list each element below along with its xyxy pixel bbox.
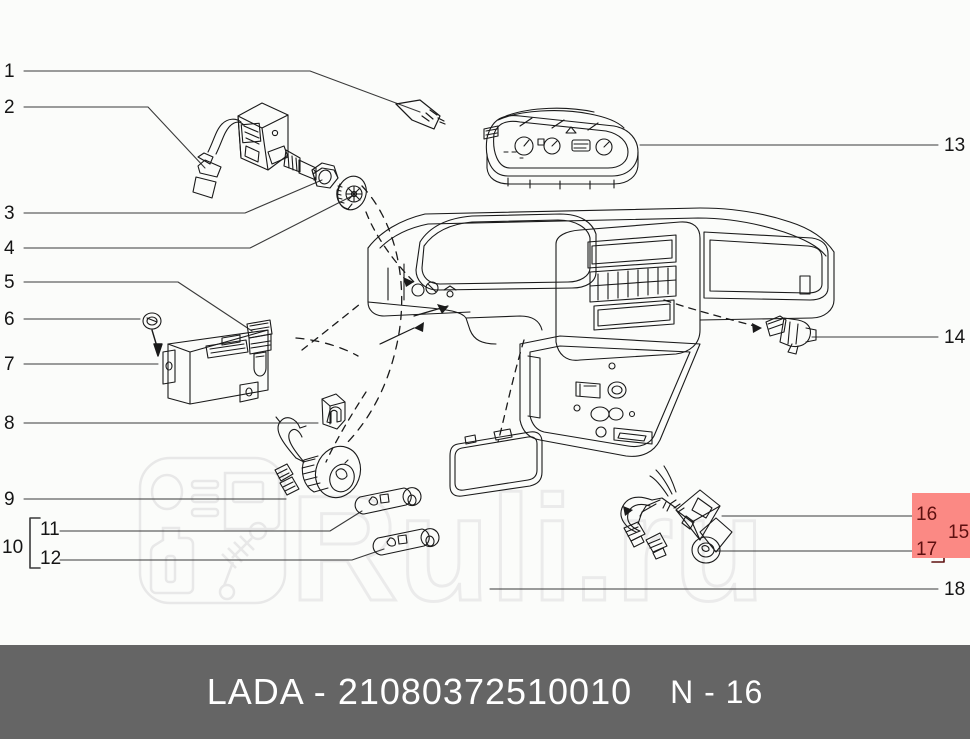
callout-10[interactable]: 10: [2, 537, 24, 558]
sheet-code: N - 16: [670, 673, 764, 710]
callout-2[interactable]: 2: [4, 97, 15, 118]
dashboard-assembly: [367, 207, 835, 457]
assembly-pointer-arrows: [379, 305, 449, 345]
part-trim-cover: [449, 428, 543, 497]
diagram-canvas: Ruli.ru: [2, 61, 970, 634]
callout-14[interactable]: 14: [944, 327, 966, 348]
part-ignition-switch-assembly: [620, 465, 733, 564]
section-arcs: [295, 185, 403, 447]
callout-17[interactable]: 17: [916, 539, 938, 560]
callout-1[interactable]: 1: [4, 61, 15, 82]
catalog-number: 21080372510010: [337, 671, 633, 712]
part-instrument-cluster: [483, 107, 639, 190]
watermark-layer: Ruli.ru: [138, 456, 766, 634]
footer-separator: -: [313, 671, 327, 712]
callout-12[interactable]: 12: [40, 548, 62, 569]
callout-13[interactable]: 13: [944, 135, 966, 156]
assembly-arrow-6: [151, 329, 163, 357]
leader-lines-left: [23, 70, 421, 561]
callout-3[interactable]: 3: [4, 203, 15, 224]
callout-5[interactable]: 5: [4, 272, 15, 293]
bracket-10: [29, 517, 41, 569]
callout-4[interactable]: 4: [4, 238, 15, 259]
part-mounting-bolt: [395, 99, 446, 130]
part-socket-connector: [246, 319, 273, 377]
watermark-text: Ruli.ru: [290, 464, 765, 632]
callout-11[interactable]: 11: [40, 519, 60, 540]
linework-layer: [23, 70, 945, 590]
part-knurled-ring: [336, 175, 367, 211]
callout-8[interactable]: 8: [4, 413, 15, 434]
assembly-arrowheads: [403, 277, 762, 516]
part-control-module: [162, 329, 269, 405]
footer-bar: LADA - 21080372510010 N - 16: [0, 645, 970, 739]
catalog-title: LADA - 21080372510010: [207, 671, 632, 713]
part-retaining-clip: [321, 393, 346, 430]
part-sensor-switch: [765, 315, 817, 355]
part-key-primary: [354, 487, 422, 515]
part-key-secondary: [372, 528, 440, 556]
leader-lines-right: [489, 144, 939, 590]
part-wire-connector: [192, 118, 245, 199]
assembly-pointers: [301, 211, 763, 463]
part-lock-cylinder: [274, 416, 362, 499]
callout-15[interactable]: 15: [948, 522, 970, 543]
part-switch-body: [237, 102, 317, 181]
highlight-box: [912, 493, 970, 558]
callout-6[interactable]: 6: [4, 309, 15, 330]
callout-16[interactable]: 16: [916, 504, 938, 525]
callout-7[interactable]: 7: [4, 354, 15, 375]
callout-9[interactable]: 9: [4, 489, 15, 510]
callout-18[interactable]: 18: [944, 579, 966, 600]
brand-label: LADA: [206, 671, 303, 712]
part-lock-nut: [311, 162, 339, 189]
part-fixing-screw: [142, 312, 162, 330]
